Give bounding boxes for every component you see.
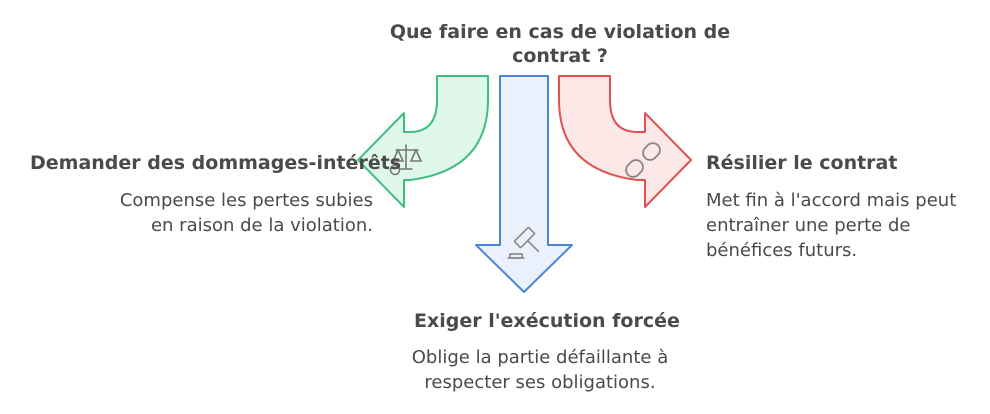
- damages-arrow: [357, 75, 489, 208]
- damages-desc-line-1: Compense les pertes subies: [119, 190, 373, 211]
- damages-description: Compense les pertes subies en raison de …: [60, 188, 373, 238]
- title-line-2: contrat ?: [512, 45, 608, 67]
- diagram-title: Que faire en cas de violation de contrat…: [340, 20, 780, 68]
- terminate-arrow: [558, 75, 692, 208]
- terminate-desc-line-3: bénéfices futurs.: [706, 240, 858, 261]
- gavel-icon: [507, 226, 540, 259]
- terminate-description: Met fin à l'accord mais peut entraîner u…: [706, 188, 956, 263]
- damages-desc-line-2: en raison de la violation.: [150, 215, 373, 236]
- enforce-arrow: [475, 75, 573, 293]
- terminate-heading: Résilier le contrat: [706, 152, 898, 174]
- enforce-heading: Exiger l'exécution forcée: [414, 310, 680, 332]
- enforce-desc-line-2: respecter ses obligations.: [424, 372, 656, 393]
- damages-heading: Demander des dommages-intérêts: [30, 152, 402, 174]
- enforce-description: Oblige la partie défaillante à respecter…: [370, 345, 710, 395]
- terminate-desc-line-2: entraîner une perte de: [706, 215, 911, 236]
- broken-link-icon: [625, 142, 661, 178]
- enforce-desc-line-1: Oblige la partie défaillante à: [411, 347, 669, 368]
- terminate-desc-line-1: Met fin à l'accord mais peut: [706, 190, 957, 211]
- scale-icon: [389, 144, 423, 176]
- title-line-1: Que faire en cas de violation de: [389, 21, 731, 43]
